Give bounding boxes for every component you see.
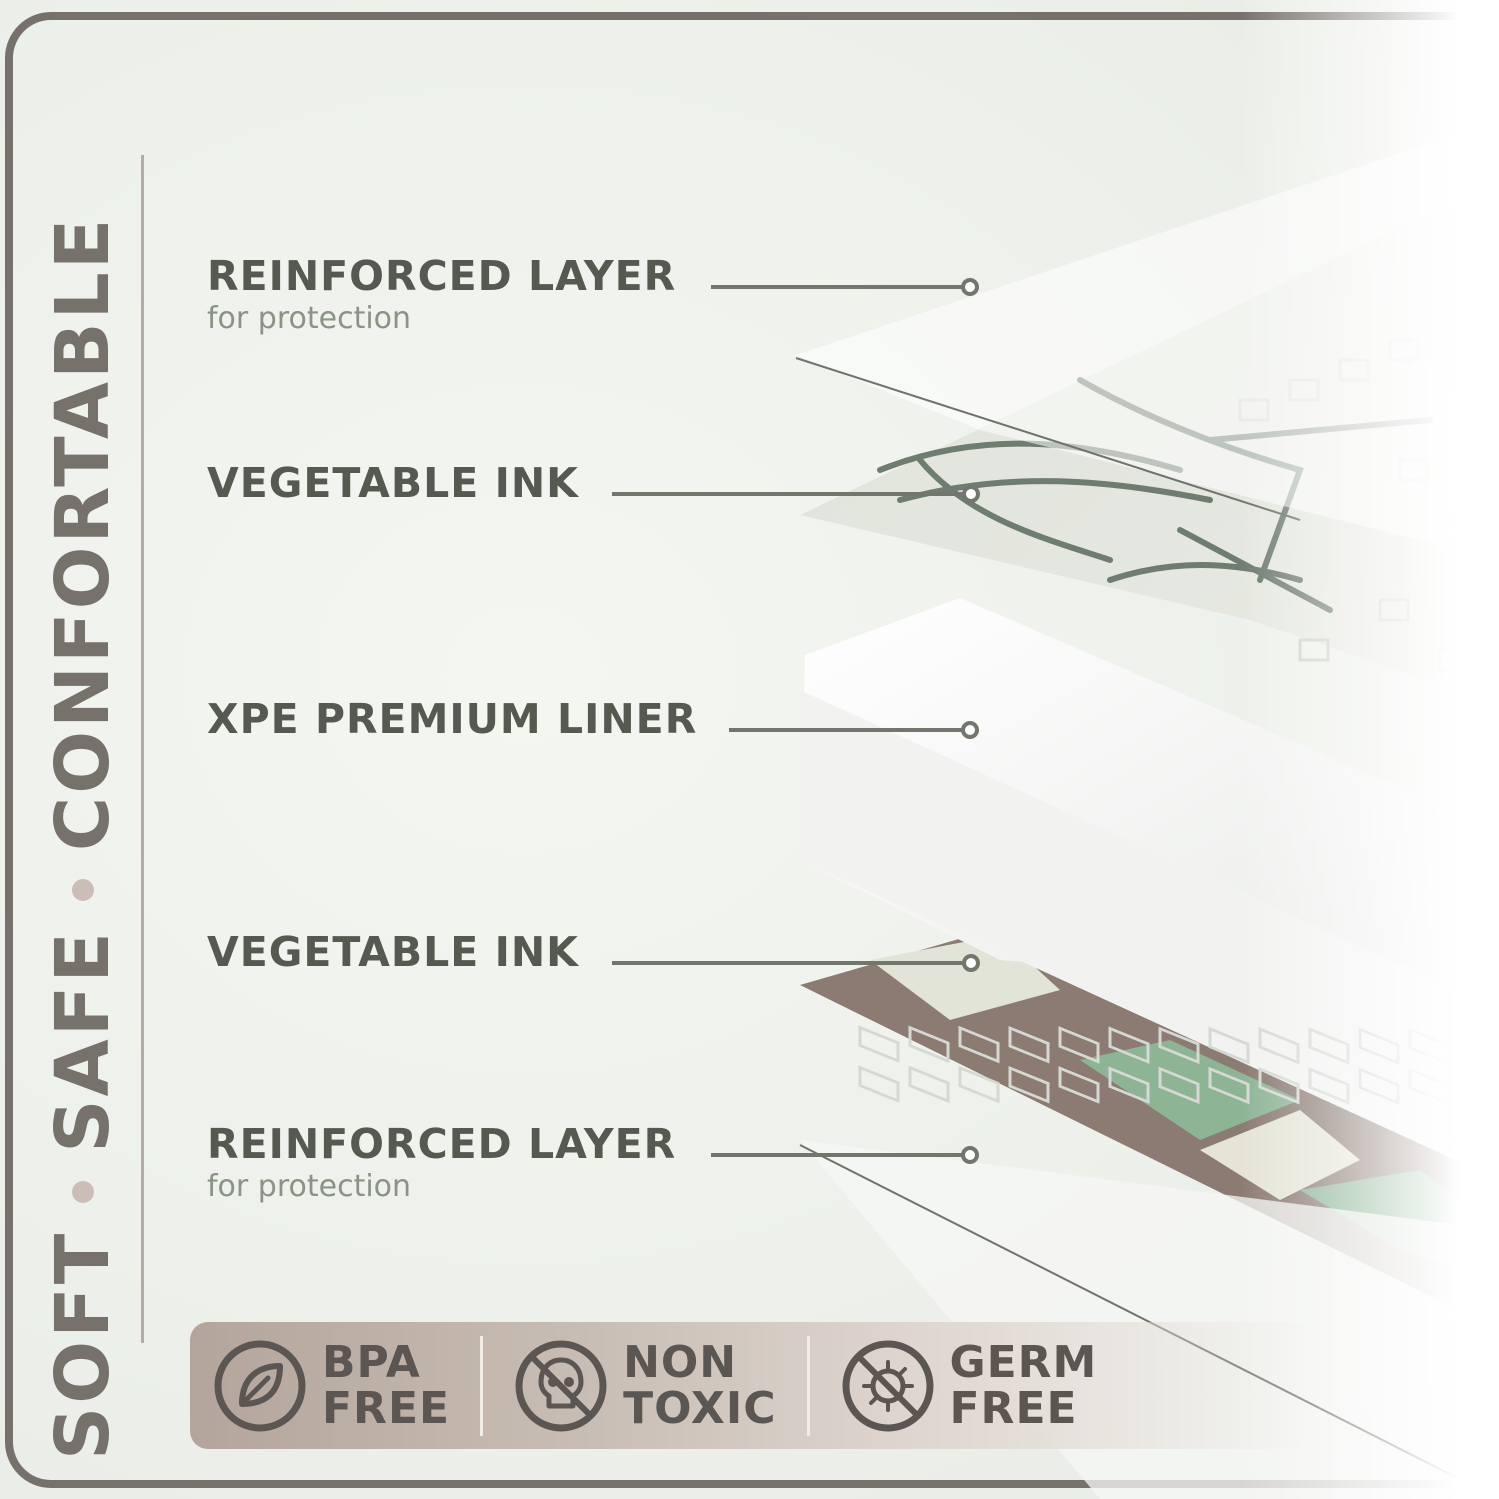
layer-title: XPE PREMIUM LINER [207,695,698,743]
layer-title: VEGETABLE INK [207,459,579,507]
badge-line2: FREE [322,1382,451,1434]
frame-border [5,12,1499,1488]
layer-subtitle: for protection [207,1169,412,1204]
layer-label-reinforced-bottom: REINFORCED LAYER for protection [207,1124,676,1202]
badge-divider [806,1335,810,1436]
slogan-word-soft: SOFT [40,1230,126,1460]
leaf-icon [214,1340,306,1431]
layer-label-xpe-liner: XPE PREMIUM LINER [207,699,697,740]
layer-label-vegetable-ink-top: VEGETABLE INK [207,463,579,504]
badge-line1: BPA [322,1336,421,1388]
leader-line [612,492,964,496]
leader-line [711,285,963,289]
badge-label: GERM FREE [949,1336,1098,1434]
badge-label: BPA FREE [322,1336,451,1434]
leader-line [711,1153,963,1157]
badge-line1: NON [623,1336,738,1388]
leader-line [729,728,963,732]
skull-icon [515,1340,607,1431]
layer-title: REINFORCED LAYER [207,1120,677,1168]
virus-icon [842,1340,933,1431]
layer-label-reinforced-top: REINFORCED LAYER for protection [207,256,676,334]
badge-germ-free: GERM FREE [840,1322,1098,1449]
badge-label: NON TOXIC [623,1336,777,1434]
right-fade [1239,0,1499,1499]
badge-bpa-free: BPA FREE [212,1322,450,1449]
slogan-word-safe: SAFE [40,929,126,1153]
leader-endpoint [962,485,980,503]
badge-non-toxic: NON TOXIC [513,1322,776,1449]
side-divider-line [141,155,144,1343]
badge-divider [480,1335,484,1436]
slogan-separator-dot [72,1180,94,1203]
leader-endpoint [961,278,979,296]
badge-line2: TOXIC [623,1382,777,1434]
badge-line1: GERM [949,1336,1098,1388]
certification-badges: BPA FREE NON TOXIC [190,1322,1310,1449]
layer-title: REINFORCED LAYER [207,252,677,300]
slogan-word-confortable: CONFORTABLE [40,215,126,852]
slogan-separator-dot [72,879,94,902]
badge-line2: FREE [949,1382,1078,1434]
layer-subtitle: for protection [207,301,412,336]
leader-endpoint [961,721,979,739]
leader-line [612,961,964,965]
leader-endpoint [962,954,980,972]
top-film-edge [795,357,1301,521]
layer-label-vegetable-ink-bottom: VEGETABLE INK [207,932,579,973]
layer-title: VEGETABLE INK [207,928,579,976]
leader-endpoint [961,1146,979,1164]
vertical-slogan: SOFT SAFE CONFORTABLE [40,40,126,1460]
